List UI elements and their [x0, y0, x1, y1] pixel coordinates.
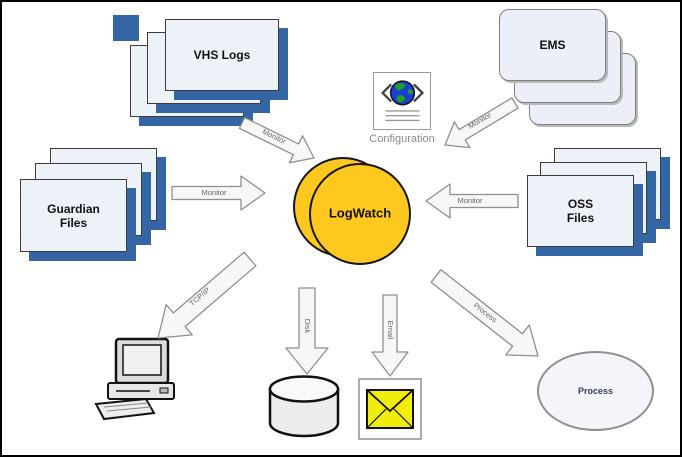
vhs-logs-node: VHS Logs	[165, 19, 279, 91]
ems-node: EMS	[499, 9, 606, 81]
oss-files-node: OSS Files	[527, 175, 634, 247]
configuration-icon	[373, 72, 431, 130]
arrow-label-oss-monitor: Monitor	[457, 196, 483, 205]
oss-files-label-line2: Files	[566, 211, 595, 225]
configuration-label: Configuration	[369, 133, 435, 145]
ems-label: EMS	[539, 38, 566, 52]
process-label: Process	[577, 386, 614, 396]
arrow-logwatch-to-disk	[285, 287, 329, 375]
oss-files-label-line1: OSS	[567, 197, 594, 211]
oss-files-stack: OSS Files	[527, 148, 677, 258]
ems-stack: EMS	[499, 9, 649, 134]
arrow-label-email: Email	[386, 321, 395, 340]
guardian-files-label-line2: Files	[59, 215, 88, 230]
process-node: Process	[537, 351, 654, 431]
arrow-label-ems-monitor: Monitor	[467, 110, 494, 131]
vhs-logs-stack: VHS Logs	[113, 15, 303, 140]
arrow-oss-to-logwatch	[425, 183, 519, 219]
guardian-files-node: Guardian Files	[20, 179, 127, 252]
email-envelope-icon	[358, 378, 422, 445]
globe-in-brackets-icon	[380, 80, 424, 122]
arrow-logwatch-to-process	[430, 269, 539, 357]
arrow-guardian-to-logwatch	[171, 175, 266, 211]
configuration-node: Configuration	[366, 72, 438, 145]
arrow-logwatch-to-email	[371, 294, 409, 377]
logwatch-node: LogWatch	[290, 152, 420, 275]
arrow-label-guardian-monitor: Monitor	[201, 188, 227, 197]
logwatch-circles-icon: LogWatch	[293, 157, 411, 265]
arrow-label-tcpip: TCP/IP	[188, 285, 212, 308]
arrow-label-process: Process	[472, 301, 499, 325]
stack-shadow-corner	[113, 15, 139, 41]
guardian-files-stack: Guardian Files	[20, 148, 180, 268]
vhs-logs-label: VHS Logs	[193, 48, 251, 62]
terminal-computer-icon	[92, 337, 187, 427]
logwatch-label: LogWatch	[329, 205, 391, 220]
arrow-label-disk: Disk	[303, 319, 312, 334]
database-cylinder-icon	[264, 374, 344, 447]
guardian-files-label-line1: Guardian	[47, 201, 100, 216]
